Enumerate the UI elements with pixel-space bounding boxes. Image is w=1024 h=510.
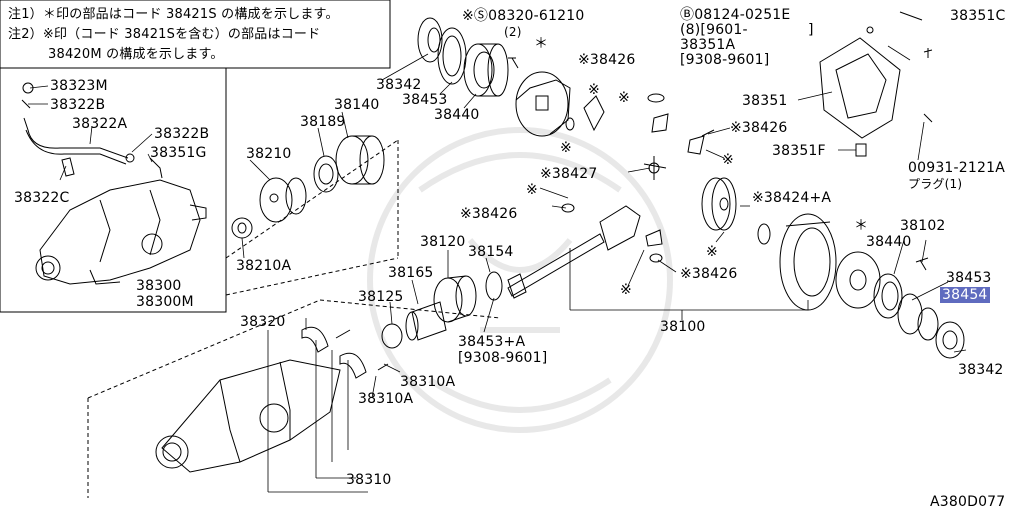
washer-38125 [381, 323, 403, 349]
kome-mark-g: ※ [706, 244, 718, 260]
kome-mark-e: ※ [526, 182, 538, 198]
label-38342-top[interactable]: 38342 [376, 77, 422, 93]
bearing-38140 [335, 135, 385, 185]
shim-38453-right [897, 293, 923, 335]
label-38154[interactable]: 38154 [468, 244, 514, 260]
kome-mark-d: ※ [722, 152, 734, 168]
star-mark-right: ＊ [854, 218, 869, 234]
label-38453A[interactable]: 38453+A [458, 334, 526, 350]
label-38165[interactable]: 38165 [388, 265, 434, 281]
kome-mark-b: ※ [618, 90, 630, 106]
label-bolt-08320[interactable]: ※Ⓢ08320-61210 [462, 8, 585, 24]
label-38322C[interactable]: 38322C [14, 190, 70, 206]
label-38351[interactable]: 38351 [742, 93, 788, 109]
diff-case [515, 71, 571, 137]
label-bolt-08320-qty: (2) [504, 25, 522, 39]
label-38453-right[interactable]: 38453 [946, 270, 992, 286]
label-38351F[interactable]: 38351F [772, 143, 826, 159]
label-38210A[interactable]: 38210A [236, 258, 292, 274]
breather-pipe [21, 82, 163, 179]
diff-case-right [835, 251, 881, 309]
washer-38426-d [649, 253, 663, 263]
label-bolt-08124-bracket: ] [808, 22, 814, 38]
side-gear-38424 [701, 177, 771, 245]
washer-38426-c [561, 203, 575, 213]
label-38351G[interactable]: 38351G [150, 145, 207, 161]
bearing-38440-right [873, 273, 903, 319]
label-38351A[interactable]: 38351A [680, 37, 736, 53]
pinion-gear [645, 229, 663, 247]
label-38426-c[interactable]: ※38426 [460, 206, 518, 222]
label-38323M[interactable]: 38323M [50, 78, 108, 94]
label-38453A-range: [9308-9601] [458, 350, 548, 366]
label-38102[interactable]: 38102 [900, 218, 946, 234]
label-38322B-a[interactable]: 38322B [50, 97, 106, 113]
pinion-shaft [643, 156, 667, 180]
label-38310A-b[interactable]: 38310A [358, 391, 414, 407]
kome-mark-f: ※ [620, 282, 632, 298]
rear-cover-38351 [819, 11, 933, 157]
label-plug-00931[interactable]: 00931-2121A [908, 160, 1005, 176]
label-38120[interactable]: 38120 [420, 234, 466, 250]
label-38125[interactable]: 38125 [358, 289, 404, 305]
bearing-38342-right [935, 321, 965, 359]
leader-lines [28, 45, 967, 493]
label-38100[interactable]: 38100 [660, 319, 706, 335]
label-38140[interactable]: 38140 [334, 97, 380, 113]
shim-38454 [917, 307, 939, 341]
label-38342-right[interactable]: 38342 [958, 362, 1004, 378]
spacer-38165 [405, 301, 447, 341]
label-38189[interactable]: 38189 [300, 114, 346, 130]
companion-flange-38210 [259, 177, 307, 223]
label-38453-top[interactable]: 38453 [402, 92, 448, 108]
kome-mark-a: ※ [588, 82, 600, 98]
label-bolt-08124-qty: (8)[9601- [680, 22, 748, 38]
inset-housing [35, 179, 207, 285]
label-38351C[interactable]: 38351C [950, 8, 1006, 24]
label-38210[interactable]: 38210 [246, 146, 292, 162]
nut-38210A [231, 217, 253, 239]
note-3: 38420M の構成を示します。 [48, 47, 224, 62]
shim-38453-top [437, 27, 467, 85]
note-1: 注1）＊印の部品はコード 38421S の構成を示します。 [8, 7, 339, 22]
watermark-emblem [367, 127, 673, 433]
bolt-08320 [508, 57, 519, 69]
inset-box [0, 67, 227, 313]
label-38320[interactable]: 38320 [240, 314, 286, 330]
bearing-38440-top [463, 43, 509, 97]
label-38322A[interactable]: 38322A [72, 116, 128, 132]
bearing-cap-38320 [301, 326, 367, 379]
drive-pinion [507, 205, 641, 299]
star-mark-diff-case: ＊ [534, 36, 549, 52]
label-38322B-b[interactable]: 38322B [154, 126, 210, 142]
label-38310[interactable]: 38310 [346, 472, 392, 488]
carrier-housing-38310 [155, 359, 341, 473]
kome-mark-c: ※ [560, 140, 572, 156]
label-38426-d[interactable]: ※38426 [680, 266, 738, 282]
note-2: 注2）※印（コード 38421Sを含む）の部品はコード [8, 27, 321, 42]
label-38300M[interactable]: 38300M [136, 294, 194, 310]
label-38454-highlighted[interactable]: 38454 [940, 287, 990, 303]
diagram-code: A380D077 [930, 494, 1006, 510]
label-plug-name: プラグ(1) [908, 177, 963, 191]
label-38440-right[interactable]: 38440 [866, 234, 912, 250]
label-38424[interactable]: ※38424+A [752, 190, 832, 206]
label-38440-top[interactable]: 38440 [434, 107, 480, 123]
ring-gear [779, 213, 837, 311]
seal-38189 [313, 155, 339, 193]
bearing-38120 [433, 275, 477, 323]
label-38426-a[interactable]: ※38426 [578, 52, 636, 68]
side-gears [565, 93, 715, 155]
label-38300[interactable]: 38300 [136, 278, 182, 294]
label-38351A-range: [9308-9601] [680, 52, 770, 68]
label-38310A-a[interactable]: 38310A [400, 374, 456, 390]
shim-38154 [485, 271, 503, 301]
label-38426-b[interactable]: ※38426 [730, 120, 788, 136]
dashed-guides [87, 139, 501, 498]
label-38427[interactable]: ※38427 [540, 166, 598, 182]
label-bolt-08124[interactable]: Ⓑ08124-0251E [680, 7, 791, 23]
